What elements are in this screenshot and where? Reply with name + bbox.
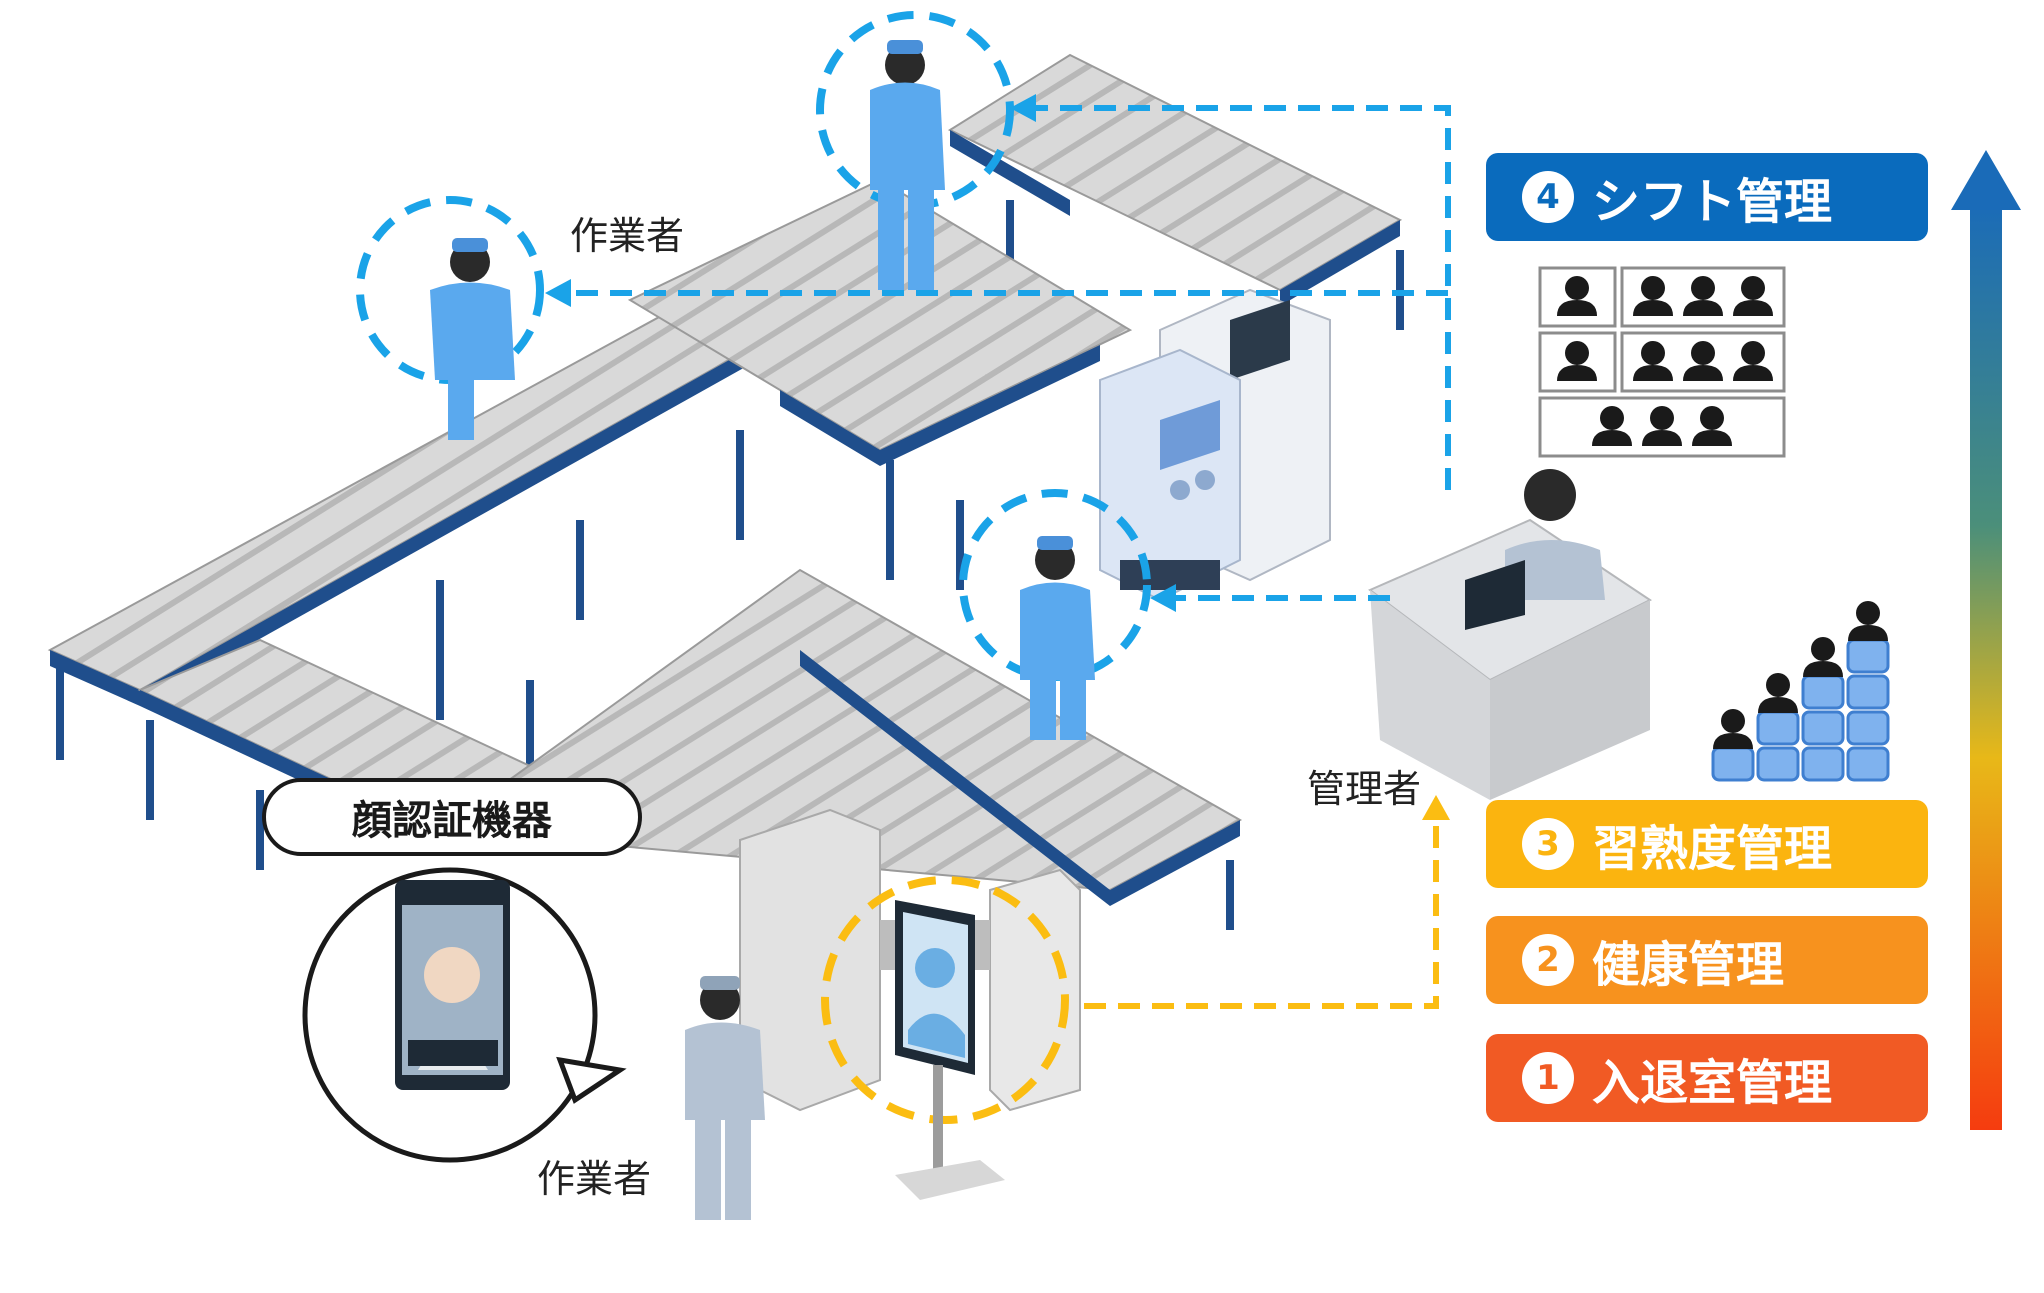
manager-label: 管理者 — [1307, 767, 1422, 811]
step-label: 健康管理 — [1592, 937, 1785, 993]
worker-left — [356, 196, 544, 440]
shift-grid-icon — [1538, 266, 1786, 458]
machine-icon — [1099, 288, 1331, 602]
step-label: 習熟度管理 — [1592, 821, 1833, 877]
face-recognition-device-icon — [821, 876, 1069, 1200]
worker-middle — [959, 489, 1151, 740]
step-shift-management: 4 シフト管理 — [1486, 153, 1928, 241]
worker-bottom-label: 作業者 — [537, 1157, 652, 1201]
device-callout — [302, 867, 627, 1163]
step-number-4: 4 — [1522, 171, 1574, 223]
dashed-arrow-yellow — [1084, 795, 1450, 1009]
step-skill-management: 3 習熟度管理 — [1486, 800, 1928, 888]
dashed-arrows-blue — [565, 105, 1451, 601]
worker-top-label: 作業者 — [570, 214, 685, 258]
progress-arrow — [1951, 150, 2021, 1130]
step-label: 入退室管理 — [1592, 1055, 1833, 1111]
step-number-1: 1 — [1522, 1052, 1574, 1104]
manager-desk — [1368, 469, 1652, 800]
skill-stack-icon — [1711, 601, 1890, 782]
device-callout-title: 顔認証機器 — [262, 778, 642, 856]
step-number-2: 2 — [1522, 934, 1574, 986]
step-number-3: 3 — [1522, 818, 1574, 870]
step-label: シフト管理 — [1592, 174, 1833, 230]
step-health-management: 2 健康管理 — [1486, 916, 1928, 1004]
worker-bottom — [685, 976, 765, 1220]
step-entry-exit-management: 1 入退室管理 — [1486, 1034, 1928, 1122]
worker-top — [816, 11, 1014, 290]
